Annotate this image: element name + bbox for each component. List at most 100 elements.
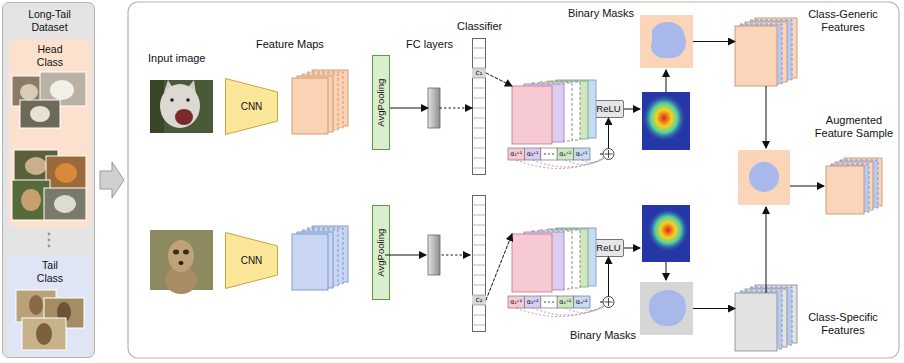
classifier-cells [472,48,486,168]
wolf-photo [160,84,200,128]
label-text: α₁ᶜ² [508,296,524,308]
text-wrap: αₖᶜ² [557,296,573,308]
weight-bar [574,296,590,308]
connector [440,108,472,109]
meerkat-photo [168,240,194,272]
text-wrap: CNN [225,232,278,289]
weight-arcs [582,306,604,311]
label-text: Binary Masks [562,7,634,20]
tail-photos [22,318,66,350]
weight-bar [557,148,573,160]
head-photos [20,100,60,128]
text-wrap: CNN [225,78,278,135]
tail-photos [16,290,84,350]
flow-arrow [624,109,640,110]
head-photos [25,157,47,175]
feature-stack [735,293,777,351]
flow-arrow [442,255,470,256]
flow-arrow [766,86,767,148]
wolf-photo [170,98,174,102]
meerkat-photo [150,230,213,294]
wolf-photo [175,109,193,125]
weight-bar [508,296,524,308]
classifier-cells [472,48,486,325]
head-photos [55,163,77,183]
text-wrap: c₁ [472,68,486,78]
text-wrap: Class-Specific Features [801,311,885,337]
label-text: αₖᶜ¹ [557,148,573,160]
text-wrap: Binary Masks [566,329,636,342]
sum-symbol [603,149,614,160]
head-photos [12,72,86,220]
text-wrap: αₙᶜ² [574,296,590,308]
flow-arrow [666,70,667,92]
label-text: Feature Maps [256,38,324,51]
weight-bar [524,148,540,160]
weight-bar [524,296,540,308]
pooling-layer: AvgPooling [372,55,390,150]
wolf-photo [150,80,213,133]
fc-layer [428,88,440,275]
binary-mask [649,290,686,326]
weight-bar [541,148,557,160]
flow-arrow [790,186,824,187]
text-wrap: Class-Generic Features [801,8,885,34]
text-wrap: ReLU [594,240,623,256]
head-photos [30,106,50,122]
text-wrap: FC layers [406,38,453,51]
feature-stack [292,226,348,290]
head-photos [50,80,74,100]
head-photos [46,156,86,190]
binary-mask [749,162,779,192]
weight-arcs [565,306,604,313]
sum-symbol [603,297,614,308]
ellipsis-dots [48,233,51,248]
heatmap [642,94,686,142]
tail-photos [36,323,52,345]
binary-mask [651,22,686,58]
head-photos [54,195,76,213]
weight-arcs [516,306,604,317]
label-text: Class-Generic Features [801,8,885,34]
cnn-block: CNN [225,232,278,289]
text-wrap: αₙᶜ¹ [574,148,590,160]
connector [390,108,428,109]
head-photos [20,84,38,100]
label-text: Classifier [457,20,502,33]
label-text: Long-Tail Dataset [19,8,80,33]
label-text: AvgPooling [375,229,386,277]
feature-stack [735,18,797,86]
flow-arrow [100,162,124,198]
pooling-layer: AvgPooling [372,205,390,300]
feature-stack [292,234,328,290]
weight-arcs [533,158,604,167]
meerkat-photo [173,250,179,255]
weight-arcs [533,306,604,315]
weight-bar [544,153,546,155]
text-wrap: α₂ᶜ¹ [524,148,540,160]
weight-arcs [516,158,604,317]
text-wrap: αₖᶜ¹ [557,148,573,160]
feature-stack [735,26,777,86]
label-text: c₁ [472,68,486,78]
block-outline [226,233,278,289]
weight-arcs [565,158,604,165]
ellipsis-dots [48,245,51,248]
classifier-cells [472,68,486,78]
flow-arrow [666,262,667,280]
label-text: FC layers [406,38,453,51]
text-wrap: Long-Tail Dataset [19,8,80,33]
flow-arrow [624,248,640,249]
weight-bar [557,296,573,308]
label-text: Class-Specific Features [801,311,885,337]
sum-symbol [605,298,613,306]
meerkat-photo [179,261,184,265]
label-text: αₙᶜ² [574,296,590,308]
label-text: Binary Masks [566,329,636,342]
classifier-cells [472,205,486,325]
wolf-photo [150,80,213,133]
weight-bar [508,148,590,308]
weighted-stack [512,234,552,292]
